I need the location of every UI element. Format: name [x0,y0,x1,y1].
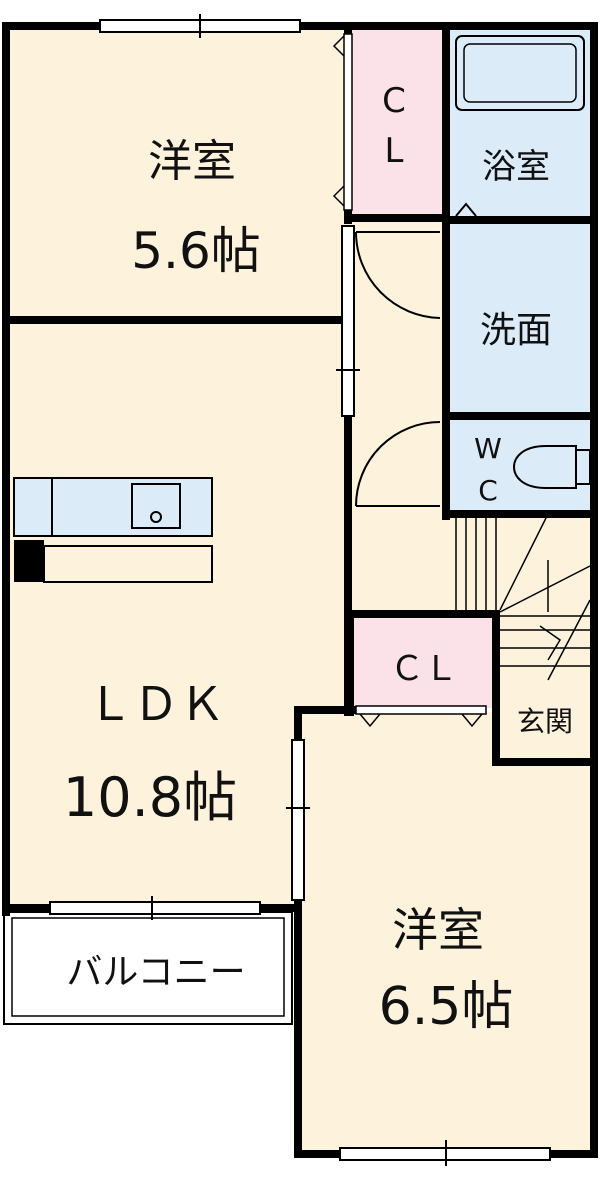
hallway-area [348,220,448,612]
door-hall-washroom [355,231,441,319]
toilet-icon [512,445,591,489]
washroom-label: 洗面 [480,310,552,351]
bathtub-icon [455,35,585,217]
bathroom-label: 浴室 [482,147,550,187]
closet-mid-area [352,616,494,708]
western-room-top-size: 5.6帖 [131,222,261,280]
balcony-label: バルコニー [66,952,245,993]
washroom-area [448,224,590,414]
walls [2,22,598,1158]
kitchen-counter [13,477,213,583]
western-room-bottom-name: 洋室 [392,903,484,957]
ldk-name: ＬＤＫ [87,677,225,731]
sink-icon [131,483,181,529]
closet-top-label-2: L [385,131,404,171]
entrance-label: 玄関 [517,705,573,738]
stairs [455,513,591,681]
door-hall-toilet [355,421,441,507]
western-room-bottom-size: 6.5帖 [379,977,514,1037]
balcony [3,911,293,1025]
western-room-top-name: 洋室 [148,136,236,187]
windows [49,14,551,1166]
closet-mid-label: ＣＬ [390,649,458,689]
toilet-label-1: W [474,432,502,465]
closet-top-label-1: C [382,81,406,121]
western-room-bottom-area [298,712,590,1150]
western-room-top-area [10,30,348,318]
toilet-label-2: C [478,474,498,507]
closet-doors [332,33,487,728]
closet-top-area [352,30,442,216]
ldk-size: 10.8帖 [63,766,237,829]
